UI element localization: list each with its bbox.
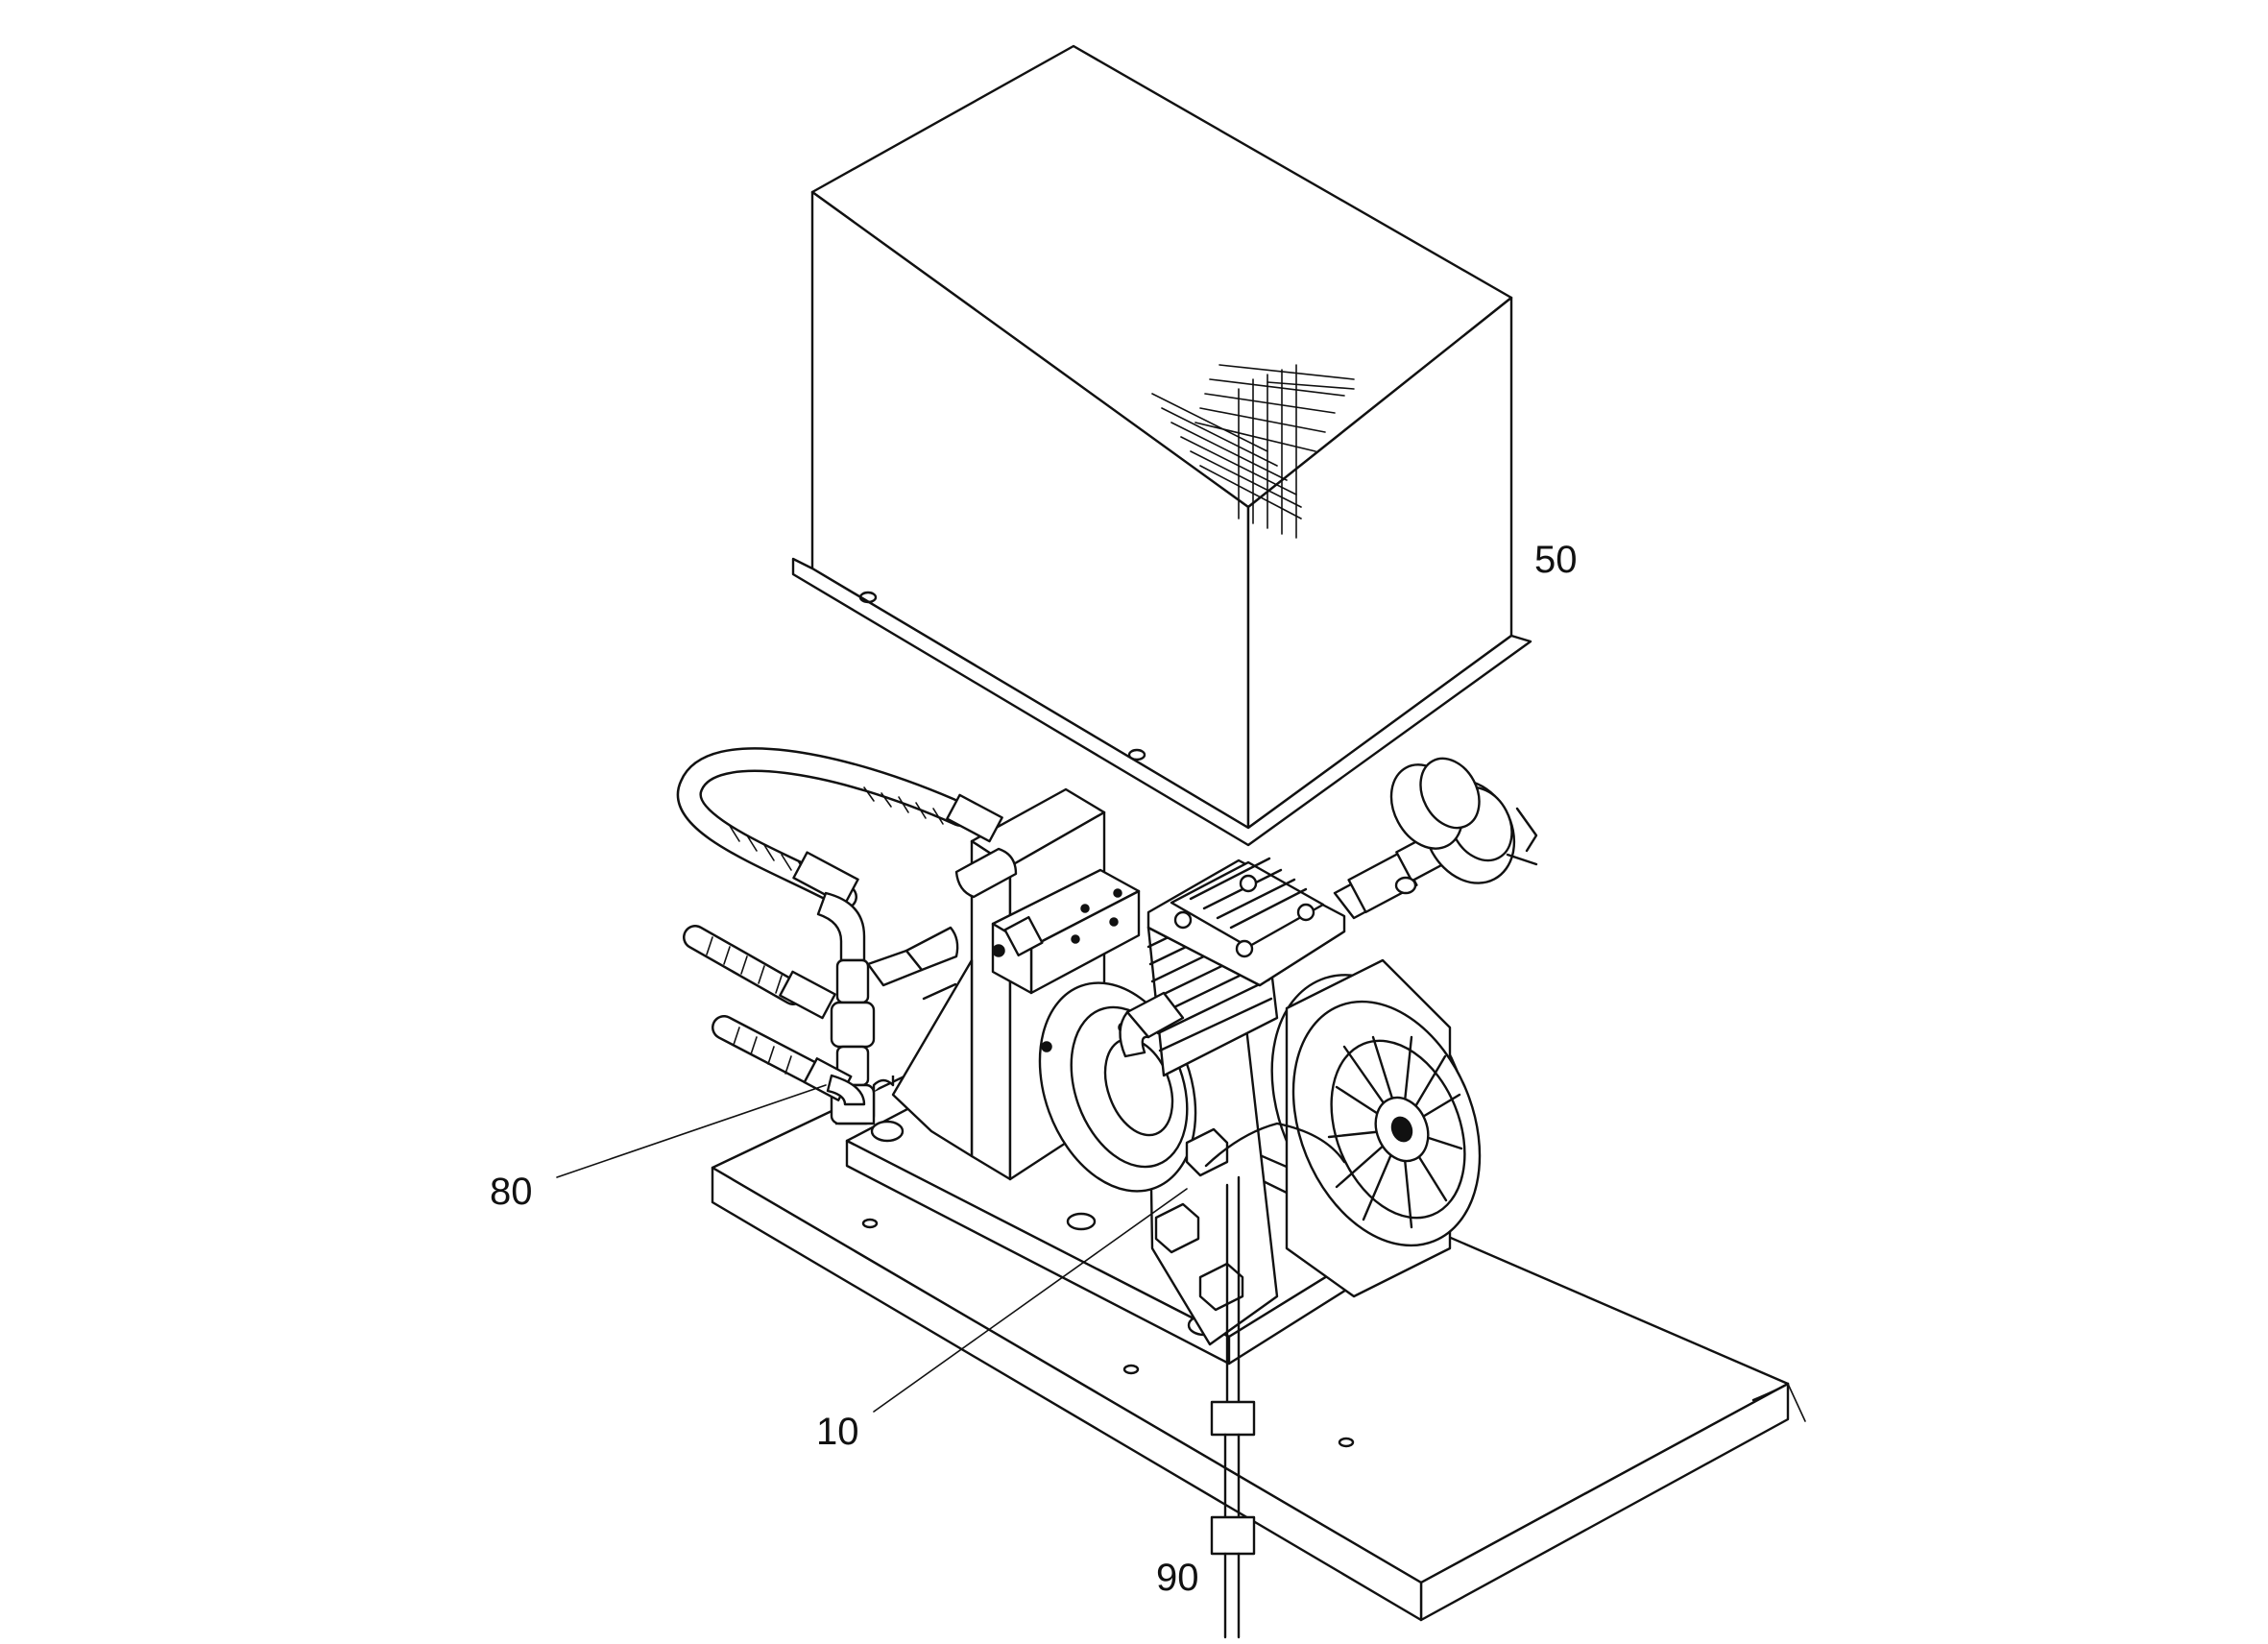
callout-80: 80 — [490, 1084, 827, 1213]
compressor-unit — [1038, 857, 1482, 1346]
air-governor — [1333, 757, 1538, 920]
vent-grille — [1151, 364, 1355, 539]
callout-label-80: 80 — [490, 1171, 533, 1213]
leader-line-10 — [873, 1188, 1188, 1413]
callout-90: 90 — [1156, 1557, 1199, 1599]
callout-label-50: 50 — [1534, 539, 1578, 581]
leader-line-80 — [556, 1084, 827, 1178]
tubing-connector — [1204, 1122, 1346, 1639]
enclosure-hood — [791, 44, 1532, 847]
callout-10: 10 — [816, 1188, 1188, 1453]
cooling-fan — [1327, 1035, 1463, 1229]
callout-50: 50 — [1534, 539, 1578, 581]
callout-label-10: 10 — [816, 1411, 859, 1453]
callout-label-90: 90 — [1156, 1557, 1199, 1599]
hose-assembly — [676, 747, 1003, 1125]
